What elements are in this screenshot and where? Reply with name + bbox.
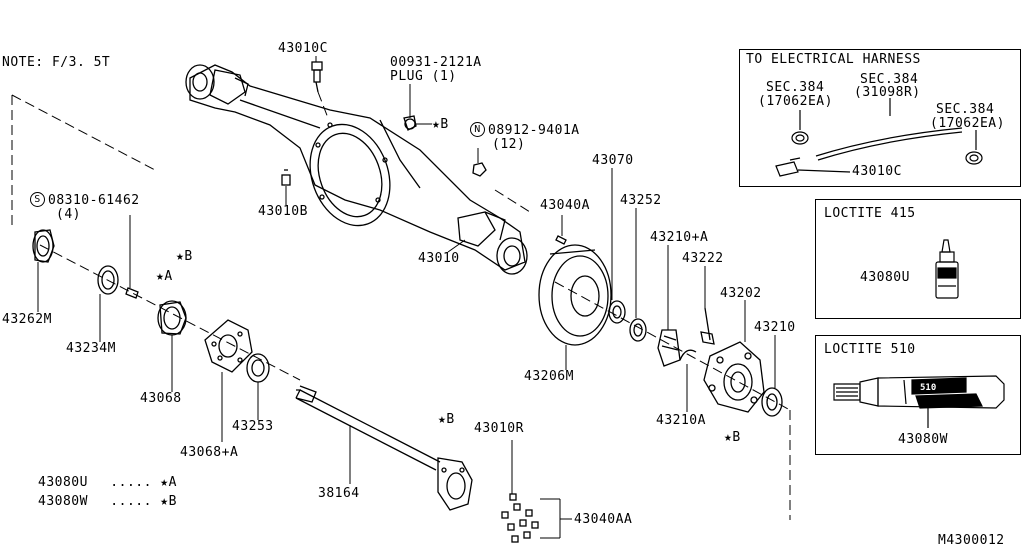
stud-43222 — [700, 307, 715, 345]
label-s-part: 08310-61462 — [48, 193, 140, 208]
electrical-sec2: SEC.384 — [860, 72, 919, 87]
loctite-510-part: 43080W — [898, 432, 948, 447]
axle-housing — [185, 64, 528, 275]
label-plug-part: 00931-2121A — [390, 55, 482, 70]
label-43222: 43222 — [682, 251, 724, 266]
spacer-43234m — [97, 265, 119, 295]
label-43253: 43253 — [232, 419, 274, 434]
electrical-sec3: SEC.384 — [936, 102, 995, 117]
label-n-qty: (12) — [492, 137, 526, 152]
legend-dots-b: ..... — [110, 494, 152, 509]
plug-00931 — [403, 115, 417, 131]
pin-43040a — [555, 235, 567, 245]
snap-ring-43210a — [679, 349, 697, 361]
bolt-08310 — [125, 287, 139, 299]
label-s-qty: (4) — [56, 207, 81, 222]
label-43010: 43010 — [418, 251, 460, 266]
label-43202: 43202 — [720, 286, 762, 301]
electrical-sec2-code: (31098R) — [854, 85, 921, 100]
label-43010c-top: 43010C — [278, 41, 328, 56]
label-43262m: 43262M — [2, 312, 52, 327]
star-b-plug-text: B — [440, 117, 449, 132]
s-marker-icon: S — [30, 192, 45, 207]
electrical-sec1-code: (17062EA) — [758, 94, 833, 109]
star-b-left: ★B — [176, 249, 193, 264]
loctite-415-title: LOCTITE 415 — [824, 206, 916, 221]
loctite-415-box: LOCTITE 415 43080U — [815, 199, 1021, 319]
label-43068a: 43068+A — [180, 445, 239, 460]
label-43040a: 43040A — [540, 198, 590, 213]
star-b-shaft: ★B — [438, 412, 455, 427]
bolt-cluster-43040aa — [501, 493, 539, 543]
star-a-text: A — [164, 269, 173, 284]
star-b-plug: ★B — [432, 117, 449, 132]
loctite-510-box: LOCTITE 510 43080W 510 — [815, 335, 1021, 455]
leader-lines — [37, 56, 940, 539]
hub-43202 — [703, 341, 765, 413]
figure-code: M4300012 — [938, 533, 1005, 548]
bearing-43210 — [761, 387, 783, 417]
bearing-43252 — [629, 318, 647, 342]
electrical-part: 43010C — [852, 164, 902, 179]
legend-part-b: 43080W — [38, 494, 88, 509]
loctite-415-part: 43080U — [860, 270, 910, 285]
legend-star-a: A — [168, 475, 177, 490]
label-43252: 43252 — [620, 193, 662, 208]
legend-part-a: 43080U — [38, 475, 88, 490]
star-b-left-text: B — [184, 249, 193, 264]
breather-43010c — [311, 61, 323, 93]
plate-43068a — [204, 319, 253, 373]
label-43234m: 43234M — [66, 341, 116, 356]
label-43210: 43210 — [754, 320, 796, 335]
label-38164: 38164 — [318, 486, 360, 501]
star-b-hub: ★B — [724, 430, 741, 445]
loctite-415-bottle-icon — [935, 239, 959, 299]
label-43010b: 43010B — [258, 204, 308, 219]
legend-row-a: 43080U ..... ★A — [38, 475, 177, 490]
harness-drawing — [775, 98, 983, 177]
bolt-43010b — [281, 169, 291, 186]
star-b-hub-text: B — [732, 430, 741, 445]
electrical-box-title: TO ELECTRICAL HARNESS — [746, 52, 921, 67]
bearing-43210-a — [657, 329, 681, 367]
legend-star-b: B — [168, 494, 177, 509]
nut-08912 — [472, 162, 487, 177]
bearing-43068 — [157, 300, 187, 336]
loctite-510-tube-text: 510 — [920, 383, 936, 393]
label-43210a-plus: 43210+A — [650, 230, 709, 245]
seal-43262m — [32, 229, 55, 263]
brake-disc-43206m — [538, 244, 612, 346]
label-43040aa: 43040AA — [574, 512, 633, 527]
legend-dots-a: ..... — [110, 475, 152, 490]
electrical-sec3-code: (17062EA) — [930, 116, 1005, 131]
seal-43070 — [608, 300, 626, 324]
label-43010r: 43010R — [474, 421, 524, 436]
loctite-510-title: LOCTITE 510 — [824, 342, 916, 357]
label-43068: 43068 — [140, 391, 182, 406]
legend-row-b: 43080W ..... ★B — [38, 494, 177, 509]
dashed-axis-lines — [11, 91, 791, 520]
label-43070: 43070 — [592, 153, 634, 168]
n-marker-icon: N — [470, 122, 485, 137]
star-a: ★A — [156, 269, 173, 284]
label-43210a: 43210A — [656, 413, 706, 428]
axle-shaft-38164 — [295, 385, 473, 511]
electrical-harness-box: TO ELECTRICAL HARNESS SEC.384 (17062EA) … — [739, 49, 1021, 187]
label-n-part: 08912-9401A — [488, 123, 580, 138]
label-43206m: 43206M — [524, 369, 574, 384]
electrical-sec1: SEC.384 — [766, 80, 825, 95]
star-b-shaft-text: B — [446, 412, 455, 427]
note-label: NOTE: F/3. 5T — [2, 55, 111, 70]
label-plug-text: PLUG (1) — [390, 69, 457, 84]
loctite-510-tube-icon: 510 — [833, 375, 1005, 428]
